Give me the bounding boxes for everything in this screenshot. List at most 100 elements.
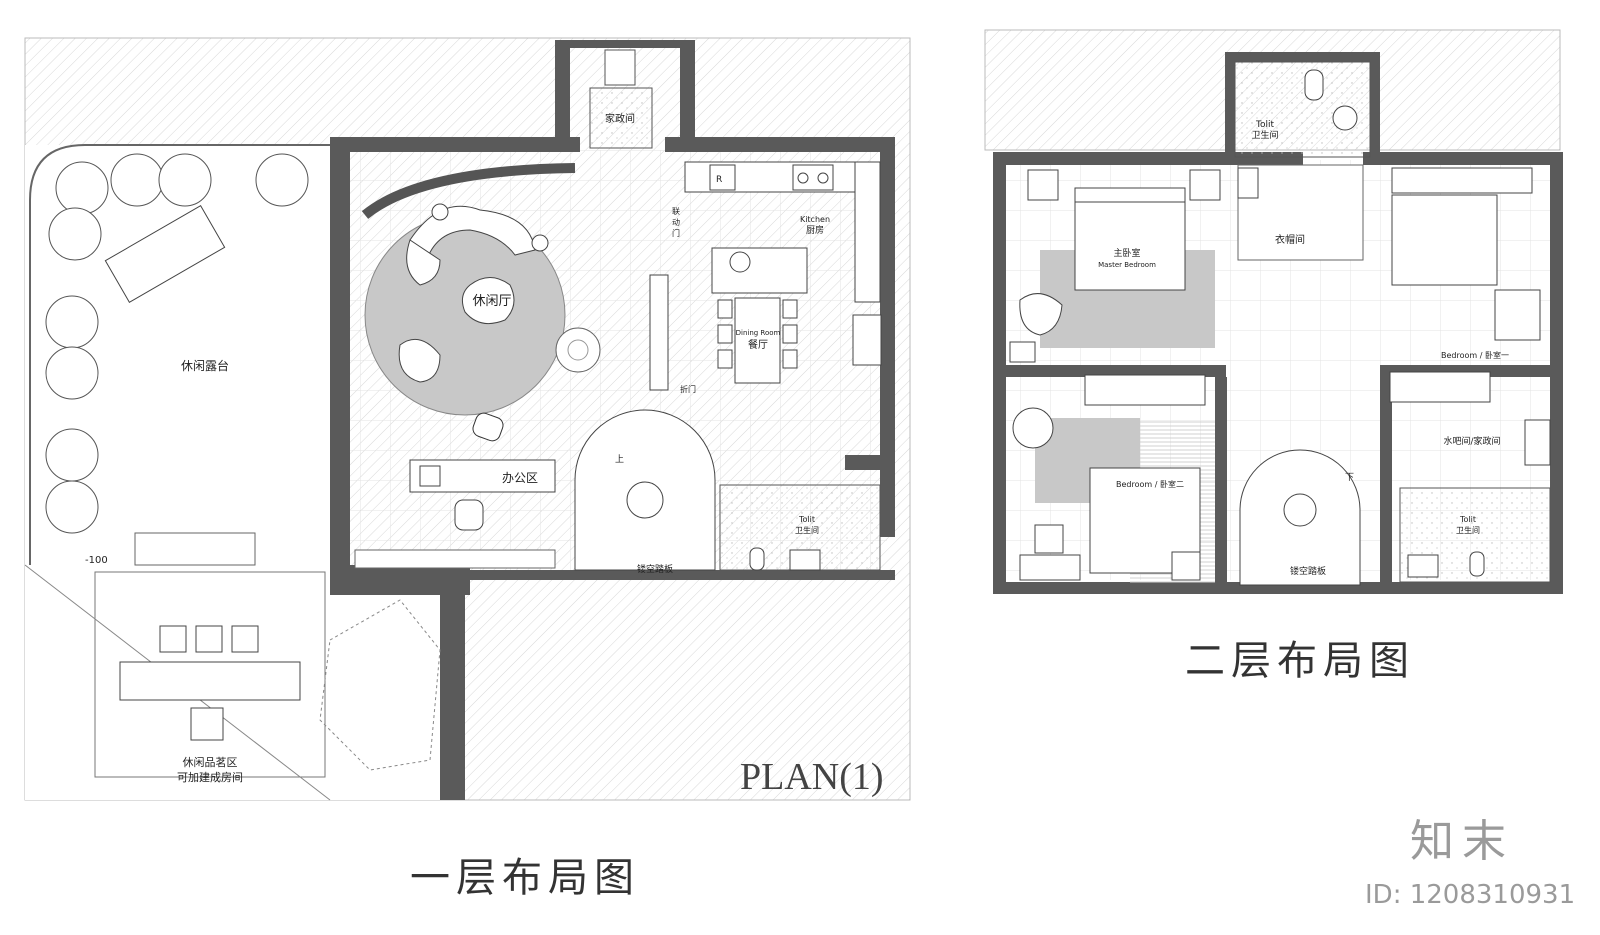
side-table	[531, 234, 549, 252]
tall-cabinets	[649, 274, 669, 391]
bar-counter	[1524, 419, 1551, 466]
nightstand-right	[1189, 169, 1221, 201]
tea-stool-3	[231, 625, 259, 653]
label-dining-cn: 餐厅	[748, 338, 768, 351]
stair-core-ground	[626, 481, 664, 519]
master-headboard	[1074, 187, 1186, 203]
fridge	[709, 164, 736, 191]
upper-bottom-sink	[1407, 554, 1439, 578]
label-level: -100	[85, 555, 108, 566]
terrace-edge	[29, 144, 330, 565]
label-fridge: R	[716, 175, 722, 185]
plan-title: PLAN(1)	[740, 756, 884, 798]
master-bed	[1074, 187, 1186, 291]
label-laundry: 家政间	[605, 112, 635, 125]
kitchen-island	[711, 247, 808, 294]
label-kitchen-cn: 厨房	[806, 224, 824, 236]
terrace-bench	[134, 532, 256, 566]
bedroom2-nightstand-left	[1034, 524, 1064, 554]
corridor-cabinet	[1084, 374, 1206, 406]
ground-floor-caption: 一层布局图	[410, 855, 640, 901]
label-master-cn: 主卧室	[1113, 247, 1140, 259]
label-kitchen-en: Kitchen	[800, 215, 830, 224]
toilet-bowl-ground	[749, 547, 765, 571]
bedroom2-desk	[1019, 554, 1081, 581]
bedroom2-ottoman	[1012, 407, 1054, 449]
upper-walls	[993, 52, 1563, 594]
utility-cabinet	[852, 314, 882, 366]
lounge-chair	[398, 338, 441, 383]
stair-core-upper	[1283, 493, 1317, 527]
label-toilet-cn-ground: 卫生间	[795, 525, 819, 535]
master-bench	[1009, 341, 1036, 363]
closet-room	[1237, 164, 1364, 261]
label-upper-bottom-toilet-cn: 卫生间	[1456, 525, 1480, 535]
floor-lamp	[431, 203, 449, 221]
tea-stool-1	[159, 625, 187, 653]
round-side-table	[555, 327, 601, 373]
ground-floor-plan: 休闲露台 休闲厅 家政间 联 动 门 R Kitchen 厨房 Dining R…	[24, 37, 911, 801]
burner-1	[797, 172, 809, 184]
office-cabinet	[354, 549, 556, 569]
patio-plant	[319, 599, 441, 771]
terrace-trees	[45, 153, 309, 534]
label-upper-bottom-toilet-en: Tolit	[1459, 515, 1476, 524]
image-id: ID: 1208310931	[1365, 880, 1576, 910]
label-closet: 衣帽间	[1275, 233, 1305, 246]
upper-bottom-bowl	[1469, 551, 1485, 577]
laundry-room	[589, 87, 653, 149]
sofa-arm	[406, 239, 441, 286]
label-upper-top-toilet-en: Tolit	[1255, 120, 1274, 130]
label-linked-door-3: 门	[672, 228, 680, 238]
label-bedroom2: Bedroom / 卧室二	[1116, 479, 1184, 489]
label-up: 上	[615, 454, 624, 465]
label-bedroom1: Bedroom / 卧室一	[1441, 350, 1509, 360]
brand-logo: 知末	[1410, 816, 1514, 867]
label-tea-area-1: 休闲品茗区	[183, 755, 238, 769]
label-linked-door-1: 联	[672, 207, 680, 216]
upper-top-toilet-bowl	[1304, 69, 1324, 101]
upper-top-shower	[1332, 105, 1358, 131]
label-master-en: Master Bedroom	[1098, 261, 1156, 269]
nightstand-left	[1027, 169, 1059, 201]
closet-rod	[1237, 167, 1259, 199]
label-down: 下	[1345, 473, 1354, 483]
office-chair	[454, 499, 484, 531]
burner-2	[817, 172, 829, 184]
master-armchair	[1019, 293, 1063, 336]
bedroom1-desk	[1494, 289, 1541, 341]
laundry-cabinet	[604, 49, 636, 86]
round-side-table-inner	[567, 339, 589, 361]
toilet-sink-ground	[789, 549, 821, 571]
label-tea-area-2: 可加建成房间	[177, 770, 243, 784]
label-folding-door: 折门	[680, 384, 696, 394]
bedroom2-nightstand-right	[1171, 551, 1201, 581]
terrace-lounger	[104, 205, 226, 303]
dining-table	[734, 297, 781, 384]
dining-chairs	[717, 299, 798, 369]
bedroom1-bed	[1391, 194, 1498, 286]
label-upper-top-toilet-cn: 卫生间	[1251, 129, 1278, 141]
label-toilet-en-ground: Tolit	[798, 515, 815, 524]
tea-seat	[190, 707, 224, 741]
kitchen-counter-right	[854, 161, 881, 303]
tea-stool-2	[195, 625, 223, 653]
curved-sofa	[409, 205, 536, 267]
label-linked-door-2: 动	[672, 217, 680, 227]
upper-floor-plan: Tolit 卫生间 主卧室 Master Bedroom 衣帽间 Bedroom…	[984, 29, 1563, 594]
accent-chair	[472, 412, 504, 442]
label-lounge: 休闲厅	[472, 294, 511, 309]
label-terrace: 休闲露台	[181, 358, 229, 373]
label-office: 办公区	[502, 470, 538, 485]
label-stairs-upper: 镂空踏板	[1290, 565, 1326, 577]
label-stairs-ground: 镂空踏板	[637, 563, 673, 575]
office-lamp	[419, 465, 441, 487]
island-sink	[729, 251, 751, 273]
curved-bench	[361, 163, 576, 219]
cooktop	[792, 164, 834, 191]
label-bar-laundry: 水吧间/家政间	[1443, 435, 1500, 447]
label-dining-en: Dining Room	[736, 329, 781, 337]
tea-table	[119, 661, 301, 701]
upper-floor-caption: 二层布局图	[1185, 638, 1415, 684]
